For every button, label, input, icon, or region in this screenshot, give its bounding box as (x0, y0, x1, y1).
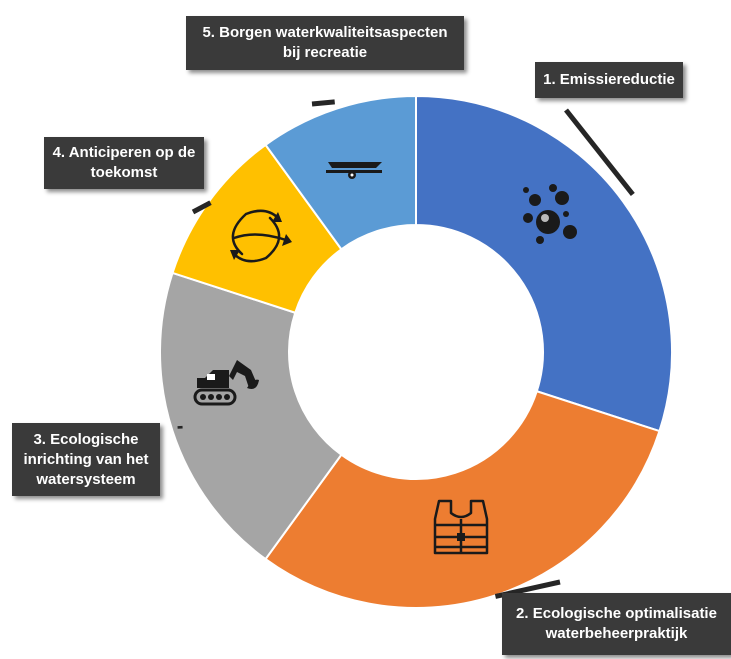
callout-line: bij recreatie (282, 44, 368, 61)
donut-slice-3 (159, 271, 343, 561)
leader-line-1 (564, 108, 635, 197)
leader-line-5 (311, 99, 335, 107)
callout-line: 1. Emissiereductie (543, 71, 675, 88)
leader-line-4 (191, 200, 212, 215)
callout-line: 3. Ecologische (33, 430, 139, 448)
callout-line: inrichting van het (23, 450, 149, 468)
cycle-arrows-icon (230, 209, 292, 263)
excavator-icon (193, 360, 259, 406)
life-vest-icon (433, 499, 489, 555)
callout-anticiperen: 4. Anticiperen op de toekomst (44, 137, 204, 189)
callout-line: 4. Anticiperen op de (52, 144, 196, 161)
callout-line: waterbeheerpraktijk (545, 625, 688, 642)
bubbles-icon (523, 184, 577, 244)
boat-trailer-icon (326, 162, 382, 179)
callout-ecologische-inrichting: 3. Ecologische inrichting van het watersys… (12, 423, 160, 496)
callout-line: toekomst (90, 164, 158, 181)
callout-line: 2. Ecologische optimalisatie (516, 605, 717, 622)
callout-emissiereductie: 1. Emissiereductie (535, 62, 683, 98)
donut-slice-1 (415, 94, 673, 433)
callout-ecologische-optimalisatie: 2. Ecologische optimalisatie waterbeheerp… (502, 593, 731, 655)
donut-slice-2 (264, 389, 661, 609)
callout-line: 5. Borgen waterkwaliteitsaspecten (202, 24, 448, 41)
callout-line: watersysteem (36, 470, 136, 488)
callout-borgen-waterkwaliteit: 5. Borgen waterkwaliteitsaspecten bij rec… (186, 16, 464, 70)
